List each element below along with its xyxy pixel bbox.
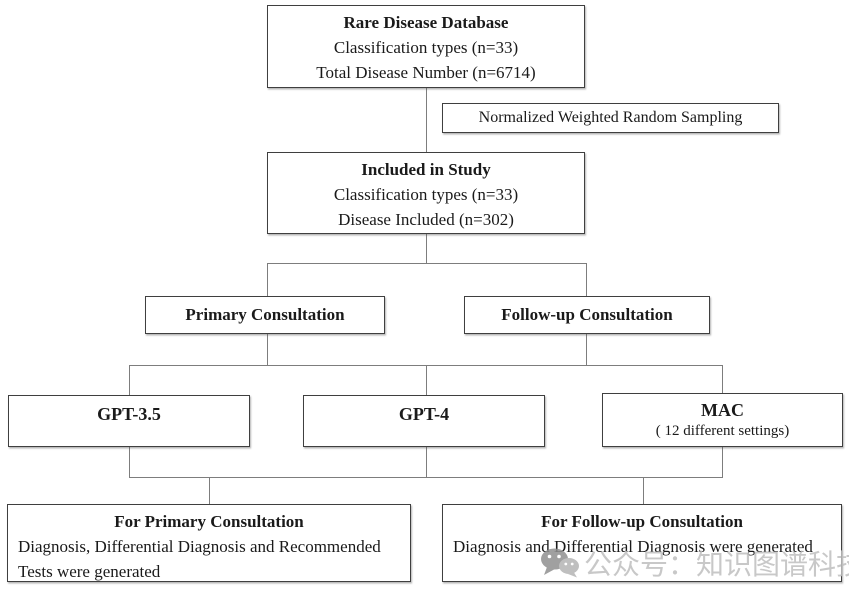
connector-line xyxy=(426,234,427,263)
connector-line xyxy=(426,88,427,152)
connector-line xyxy=(129,447,130,477)
node-detail: Classification types (n=33) xyxy=(333,185,519,204)
connector-line xyxy=(267,263,587,264)
node-rare-disease-database: Rare Disease Database Classification typ… xyxy=(267,5,585,88)
node-included-in-study: Included in Study Classification types (… xyxy=(267,152,585,234)
node-title: For Follow-up Consultation xyxy=(541,512,743,531)
node-mac: MAC ( 12 different settings) xyxy=(602,393,843,447)
node-followup-output: For Follow-up Consultation Diagnosis and… xyxy=(442,504,842,582)
node-body: Diagnosis and Differential Diagnosis wer… xyxy=(453,537,813,556)
node-title: Primary Consultation xyxy=(185,305,345,324)
connector-line xyxy=(129,477,723,478)
node-detail: Classification types (n=33) xyxy=(333,38,519,57)
connector-line xyxy=(426,365,427,395)
node-followup-consultation: Follow-up Consultation xyxy=(464,296,710,334)
node-title: GPT-4 xyxy=(398,404,450,424)
node-detail: Disease Included (n=302) xyxy=(338,210,514,229)
node-gpt-3-5: GPT-3.5 xyxy=(8,395,250,447)
node-title: Included in Study xyxy=(361,160,491,179)
node-title: For Primary Consultation xyxy=(114,512,304,531)
connector-line xyxy=(426,447,427,477)
connector-line xyxy=(129,365,130,395)
connector-line xyxy=(267,263,268,296)
connector-line xyxy=(643,477,644,504)
node-title: Follow-up Consultation xyxy=(501,305,673,324)
node-primary-output: For Primary Consultation Diagnosis, Diff… xyxy=(7,504,411,582)
node-gpt-4: GPT-4 xyxy=(303,395,545,447)
node-sampling-method: Normalized Weighted Random Sampling xyxy=(442,103,779,133)
node-primary-consultation: Primary Consultation xyxy=(145,296,385,334)
connector-line xyxy=(209,477,210,504)
connector-line xyxy=(586,334,587,365)
connector-line xyxy=(267,334,268,365)
connector-line xyxy=(586,263,587,296)
connector-line xyxy=(722,447,723,477)
node-body: Diagnosis, Differential Diagnosis and Re… xyxy=(18,537,381,581)
connector-line xyxy=(722,365,723,393)
node-detail: Total Disease Number (n=6714) xyxy=(316,63,536,82)
node-label: Normalized Weighted Random Sampling xyxy=(478,109,743,126)
node-subtitle: ( 12 different settings) xyxy=(655,423,790,439)
node-title: MAC xyxy=(701,400,744,420)
node-title: GPT-3.5 xyxy=(97,404,161,424)
node-title: Rare Disease Database xyxy=(343,13,509,32)
